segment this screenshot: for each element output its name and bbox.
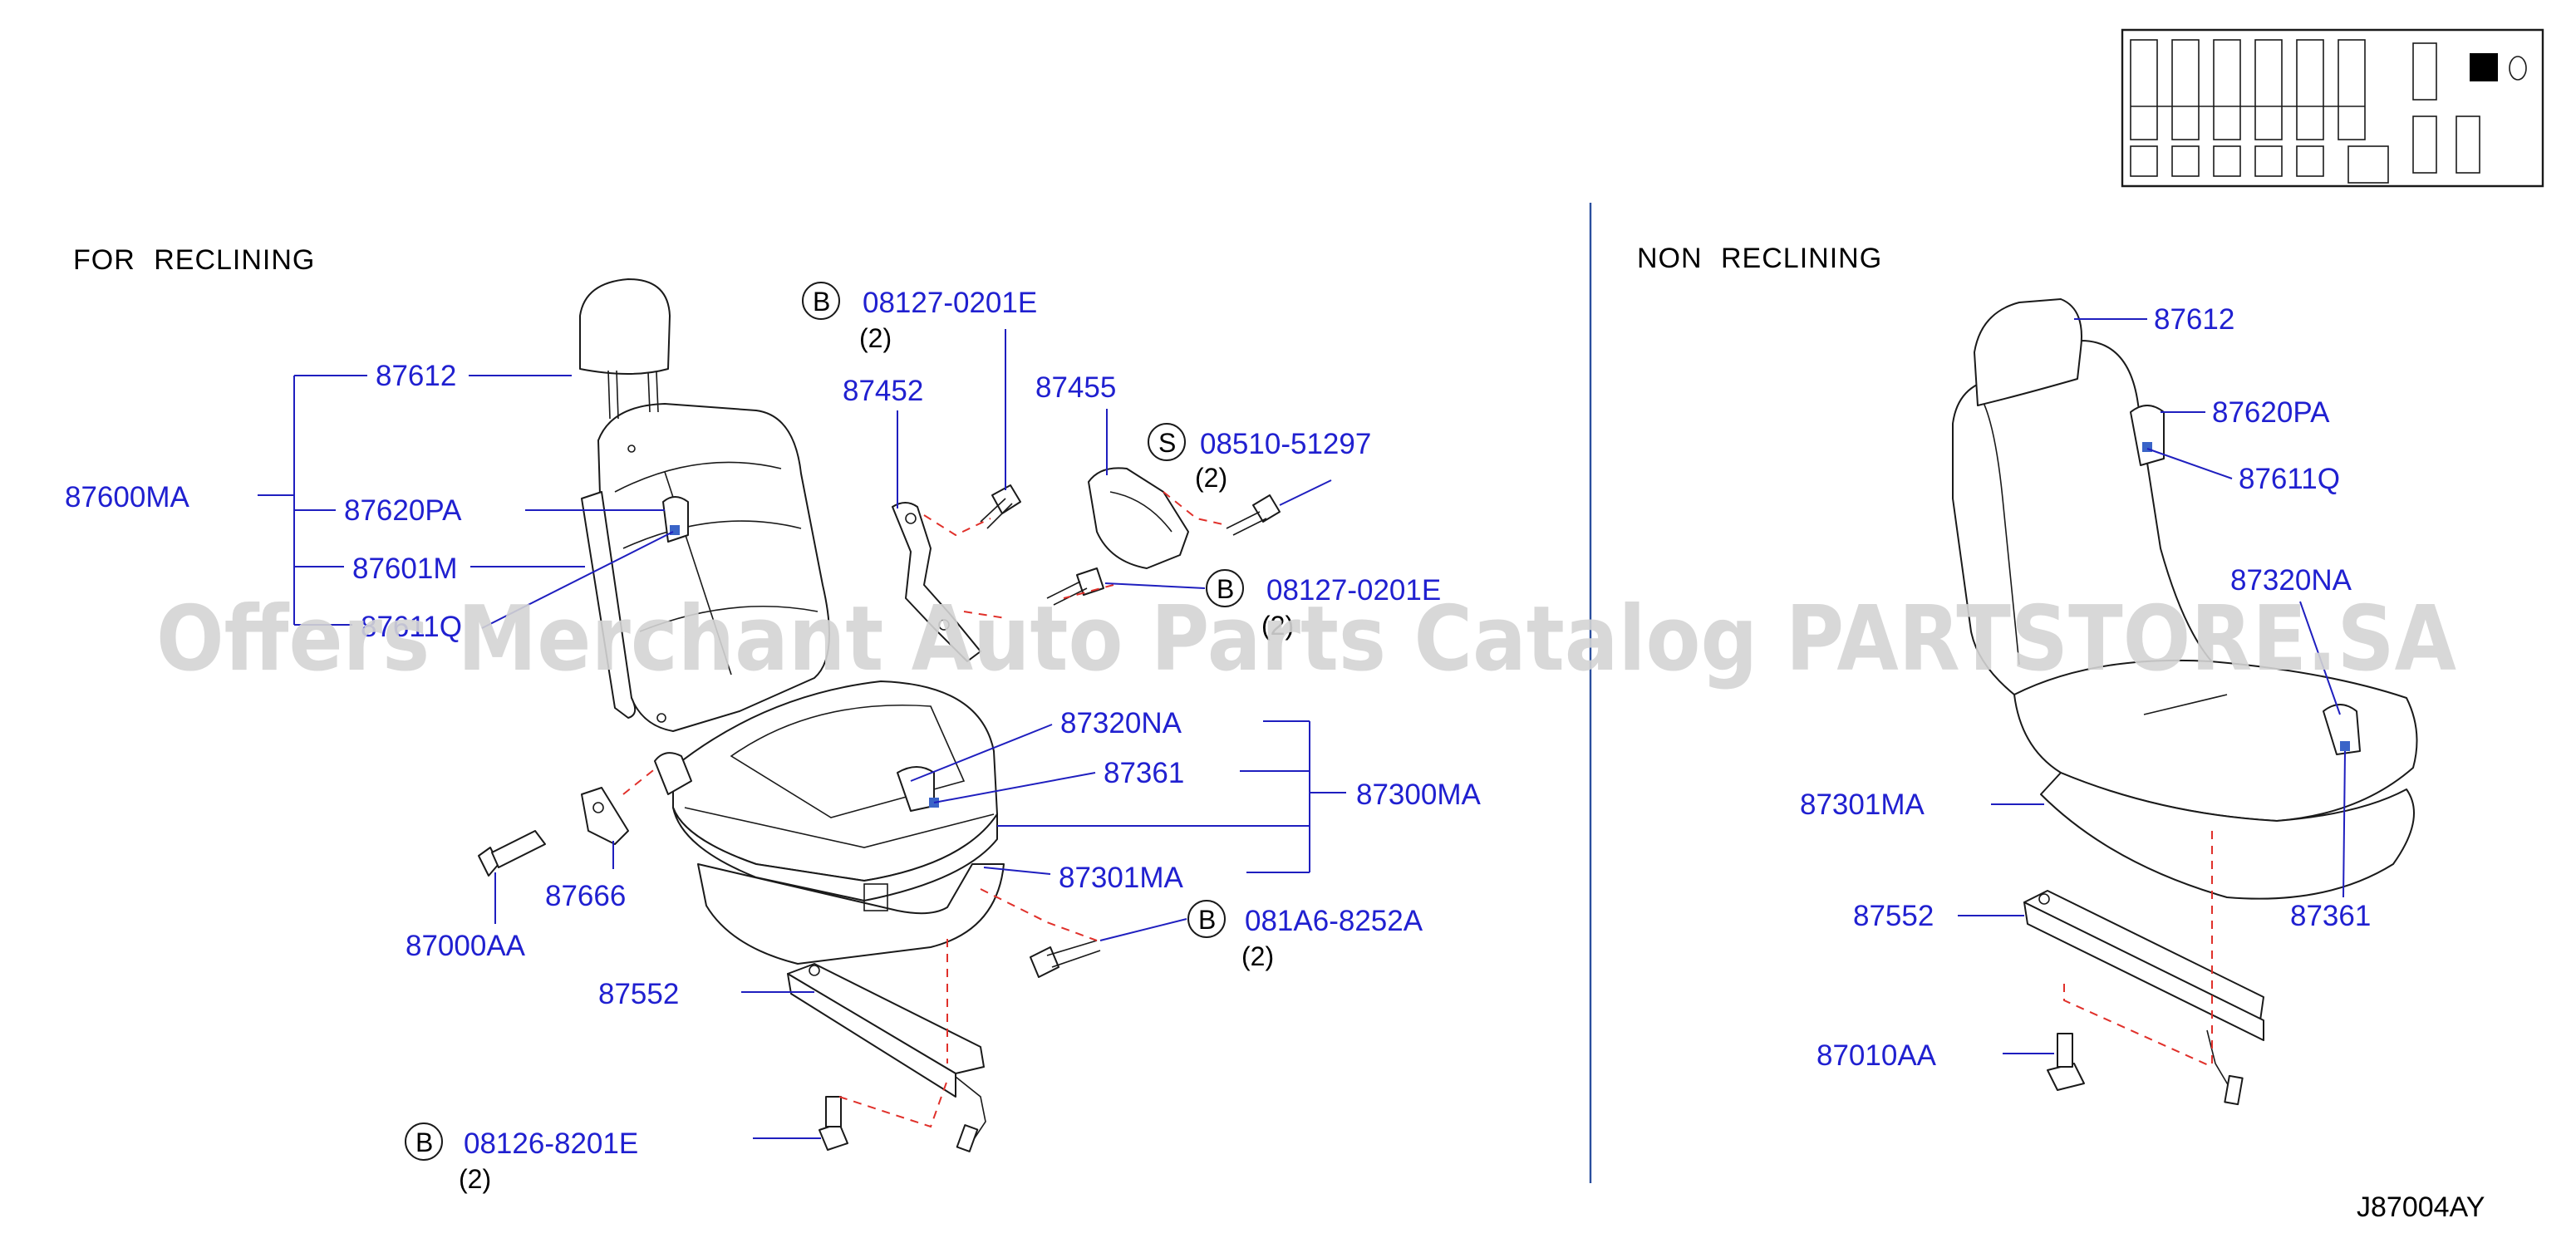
letter-B-slide: B	[1198, 905, 1216, 935]
right-section-title: NON RECLINING	[1637, 243, 1882, 274]
callout-081A6-8252A[interactable]: 081A6-8252A	[1245, 905, 1423, 937]
hinge-bolt-lower	[1046, 567, 1104, 606]
slide-rail-right-shape	[2023, 890, 2264, 1021]
qty-rail: (2)	[459, 1164, 491, 1194]
callout-87620PA-left[interactable]: 87620PA	[344, 494, 462, 527]
callout-87300MA[interactable]: 87300MA	[1356, 779, 1481, 811]
non-reclining-seat-illustration	[1952, 298, 2418, 1106]
callout-87620PA-right[interactable]: 87620PA	[2212, 396, 2330, 429]
callout-87361-right[interactable]: 87361	[2290, 900, 2371, 932]
callout-08510-51297[interactable]: 08510-51297	[1200, 428, 1371, 460]
letter-S-screw: S	[1158, 428, 1176, 458]
callout-87361-left[interactable]: 87361	[1104, 757, 1184, 789]
qty-slide: (2)	[1241, 941, 1274, 971]
callout-87010AA[interactable]: 87010AA	[1816, 1039, 1937, 1072]
hinge-bolt-upper	[980, 484, 1021, 529]
callout-08126-8201E[interactable]: 08126-8201E	[464, 1127, 638, 1160]
callout-87552-right[interactable]: 87552	[1853, 900, 1934, 932]
letter-B-hinge-lower: B	[1217, 574, 1234, 604]
callout-87600MA[interactable]: 87600MA	[65, 481, 189, 513]
figure-code: J87004AY	[2357, 1191, 2485, 1223]
screw-upper	[1226, 494, 1281, 536]
callout-87301MA-right[interactable]: 87301MA	[1800, 788, 1925, 821]
callout-87612-right[interactable]: 87612	[2154, 303, 2234, 336]
knuckle-cover-shape	[581, 787, 629, 845]
slide-bolt	[1030, 940, 1101, 978]
qty-screw: (2)	[1195, 463, 1227, 493]
rail-bolt	[819, 1096, 848, 1151]
callout-87601M[interactable]: 87601M	[352, 553, 457, 585]
reclining-seat-illustration	[478, 278, 1281, 1152]
callout-87611Q-right[interactable]: 87611Q	[2239, 463, 2340, 495]
callout-87455[interactable]: 87455	[1035, 371, 1116, 404]
seat-back-side-bolster	[581, 491, 637, 719]
callout-87666[interactable]: 87666	[545, 880, 626, 912]
callout-87612-left[interactable]: 87612	[376, 360, 456, 392]
callout-87452[interactable]: 87452	[843, 375, 923, 407]
qty-hinge-upper: (2)	[859, 323, 892, 353]
callout-87611Q-left[interactable]: 87611Q	[361, 611, 462, 643]
recliner-cover-shape	[1088, 467, 1189, 569]
headrest-right-shape	[1974, 298, 2082, 406]
left-section-title: FOR RECLINING	[73, 244, 315, 276]
callout-87000AA[interactable]: 87000AA	[406, 930, 526, 962]
recliner-bracket-shape	[892, 502, 981, 662]
callout-87320NA-left[interactable]: 87320NA	[1060, 707, 1182, 739]
vehicle-key-map	[2121, 28, 2544, 188]
callout-87552-left[interactable]: 87552	[598, 978, 679, 1010]
qty-hinge-lower: (2)	[1261, 611, 1294, 641]
left-callouts: 87612 87600MA 87620PA 87601M 87611Q B 08…	[65, 282, 1481, 1194]
callout-08127-0201E-upper[interactable]: 08127-0201E	[863, 287, 1037, 319]
callout-87301MA-left[interactable]: 87301MA	[1059, 862, 1183, 894]
callout-87320NA-right[interactable]: 87320NA	[2230, 564, 2352, 597]
letter-B-rail: B	[415, 1127, 433, 1157]
callout-08127-0201E-lower[interactable]: 08127-0201E	[1266, 574, 1441, 607]
watermark-text: Offers Merchant Auto Parts Catalog PARTS…	[156, 587, 2456, 691]
headrest-shape	[579, 278, 671, 375]
rail-bolt-right	[2047, 1033, 2085, 1091]
seat-back-shape	[597, 403, 830, 732]
letter-B-hinge-upper: B	[813, 287, 830, 317]
slide-rail-shape	[787, 963, 985, 1074]
right-callouts: 87612 87620PA 87611Q 87320NA 87301MA 875…	[1800, 303, 2371, 1072]
